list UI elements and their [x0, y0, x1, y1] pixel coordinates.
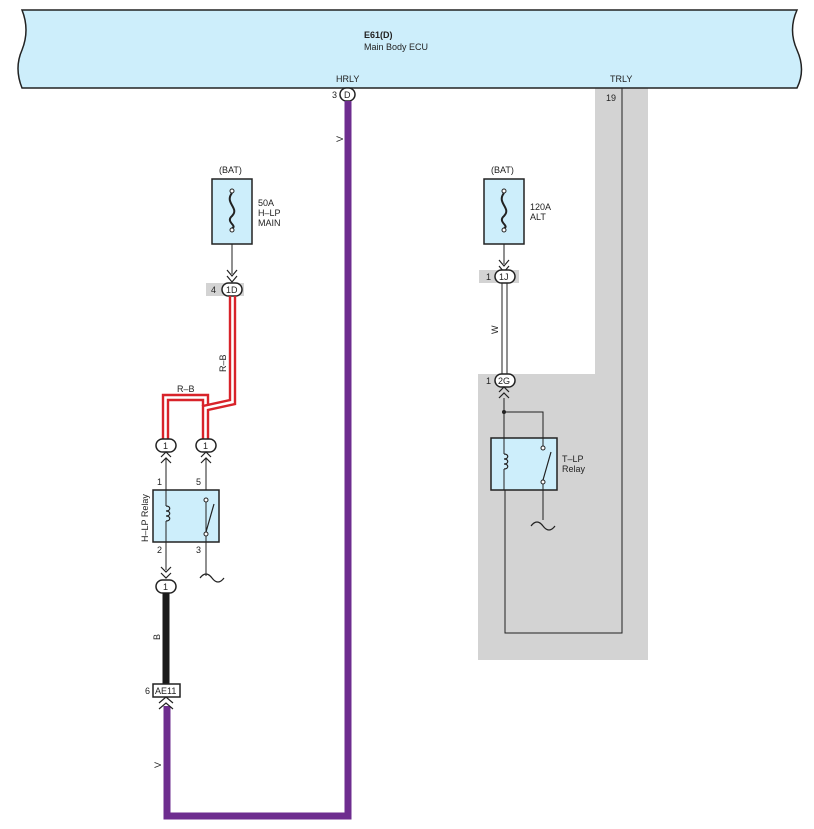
connector-1j: 1 1J: [479, 269, 519, 284]
trly-wire: 19: [504, 88, 623, 634]
hlp-fuse-amps: 50A: [258, 198, 274, 208]
hlp-conn-right-label: 1: [203, 441, 208, 451]
hlp-fuse-name1: H–LP: [258, 208, 281, 218]
w-wire: W: [490, 283, 508, 374]
connector-1d-code: 1D: [226, 285, 238, 295]
hlp-pin2: 2: [157, 545, 162, 555]
ground-icon: [199, 573, 225, 583]
trly-pin-number: 19: [606, 93, 616, 103]
hlp-conn-below-label: 1: [163, 582, 168, 592]
wire-label-b: B: [152, 634, 162, 640]
ae11-code: AE11: [155, 686, 176, 696]
connector-1d-pin: 4: [211, 285, 216, 295]
ecu-name: Main Body ECU: [364, 42, 428, 52]
connector-2g-code: 2G: [498, 376, 510, 386]
connector-2g-pin: 1: [486, 376, 491, 386]
ground-icon: [530, 521, 556, 531]
hlp-relay: H–LP Relay 2 3: [140, 489, 225, 583]
ae11-pin: 6: [145, 686, 150, 696]
hrly-connector: 3 D: [332, 87, 356, 102]
wire-label-v-top: V: [335, 136, 345, 142]
main-body-ecu: E61(D) Main Body ECU HRLY TRLY: [17, 9, 803, 89]
alt-fuse-bat-label: (BAT): [491, 165, 514, 175]
alt-fuse-amps: 120A: [530, 202, 551, 212]
wire-label-rb-horizontal: R–B: [177, 384, 195, 394]
tlp-relay: T–LP Relay: [490, 437, 586, 531]
rb-wires: R–B R–B: [161, 296, 237, 440]
alt-fuse: (BAT) 120A ALT: [483, 165, 551, 273]
hrly-pin-number: 3: [332, 90, 337, 100]
tlp-relay-name1: T–LP: [562, 454, 584, 464]
violet-wire: V V: [153, 101, 352, 820]
hrly-connector-code: D: [344, 90, 351, 100]
alt-fuse-name: ALT: [530, 212, 546, 222]
hlp-fuse-bat-label: (BAT): [219, 165, 242, 175]
hlp-ground-wire: 1 B: [152, 579, 177, 684]
ecu-code: E61(D): [364, 30, 393, 40]
hlp-fuse-name2: MAIN: [258, 218, 281, 228]
hlp-relay-name: H–LP Relay: [140, 494, 150, 542]
connector-ae11: 6 AE11: [145, 683, 181, 710]
ecu-pin-trly-label: TRLY: [610, 74, 632, 84]
hlp-relay-top-connectors: 1 1 1 5: [155, 438, 217, 490]
hlp-main-fuse: (BAT) 50A H–LP MAIN: [211, 165, 281, 283]
connector-1j-code: 1J: [499, 272, 509, 282]
hlp-pin3: 3: [196, 545, 201, 555]
wire-label-w: W: [490, 325, 500, 334]
connector-2g: 1 2G: [486, 373, 544, 438]
wire-label-rb-vertical: R–B: [218, 354, 228, 372]
tlp-relay-name2: Relay: [562, 464, 586, 474]
hlp-pin5: 5: [196, 477, 201, 487]
wire-label-v-bottom: V: [153, 762, 163, 768]
ecu-pin-hrly-label: HRLY: [336, 74, 359, 84]
connector-1d: 4 1D: [206, 282, 244, 297]
connector-1j-pin: 1: [486, 272, 491, 282]
hlp-conn-left-label: 1: [163, 441, 168, 451]
hlp-pin1: 1: [157, 477, 162, 487]
